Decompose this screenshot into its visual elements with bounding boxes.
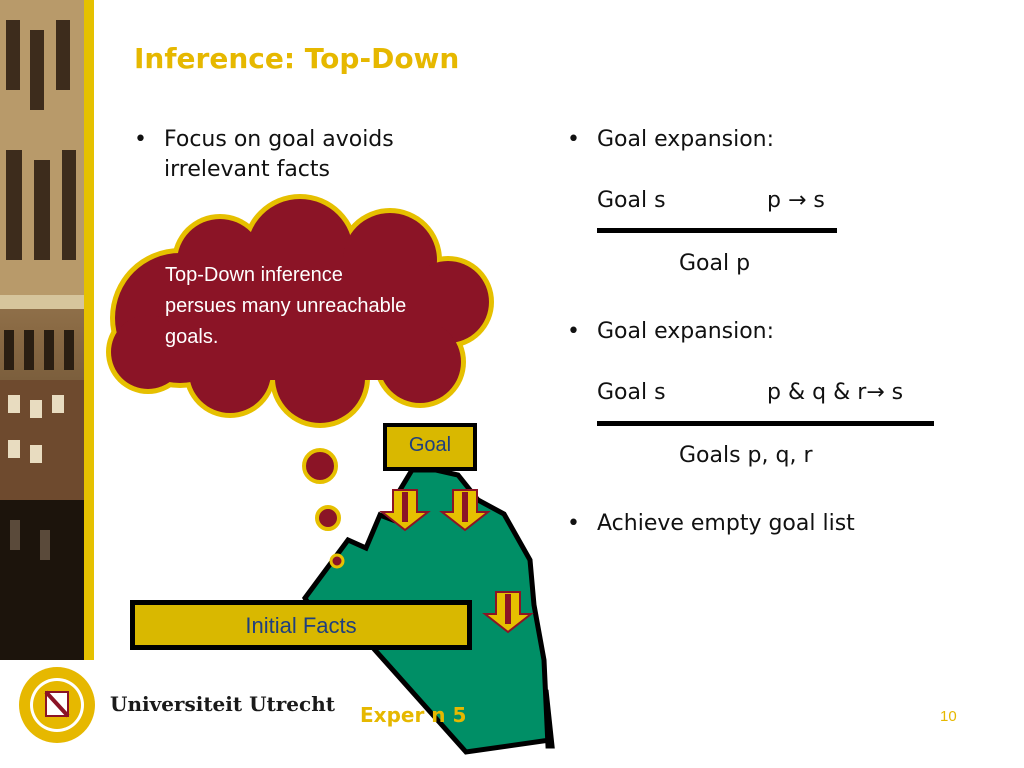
university-seal-icon [16, 664, 98, 746]
right-bullet-3-text: Achieve empty goal list [597, 511, 855, 536]
rule1-line [597, 228, 837, 233]
cathedral-photo-art [0, 0, 84, 660]
rule2-goal: Goal s [597, 380, 666, 405]
rule2-result: Goals p, q, r [679, 443, 813, 468]
thought-dot-large [302, 448, 338, 484]
right-bullet-1-text: Goal expansion: [597, 127, 775, 152]
goal-box-label: Goal [408, 434, 452, 456]
thought-dot-medium [315, 505, 341, 531]
right-bullet-3: • Achieve empty goal list [567, 509, 987, 539]
gold-divider [84, 0, 94, 660]
bullet-marker: • [567, 319, 580, 344]
page-number: 10 [940, 708, 957, 725]
left-bullet-1: • Focus on goal avoids irrelevant facts [134, 125, 464, 187]
down-arrow-3-icon [482, 591, 534, 634]
rule2-line [597, 421, 934, 426]
down-arrow-2-icon [439, 489, 491, 532]
thought-cloud [106, 194, 494, 428]
footer-title: Exper n 5 [360, 703, 467, 727]
bullet-marker: • [134, 127, 147, 152]
thought-dot-small [329, 553, 345, 569]
right-bullet-2: • Goal expansion: [567, 317, 987, 347]
goal-box: Goal [383, 423, 477, 471]
rule1-goal: Goal s [597, 188, 666, 213]
rule1-implication: p → s [767, 188, 825, 213]
cloud-text: Top-Down inference persues many unreacha… [165, 264, 407, 348]
initial-facts-label: Initial Facts [245, 613, 357, 638]
down-arrow-1-icon [379, 489, 431, 532]
right-bullet-2-text: Goal expansion: [597, 319, 775, 344]
slide-title: Inference: Top-Down [134, 42, 460, 75]
left-bullet-1-text: Focus on goal avoids irrelevant facts [164, 127, 394, 182]
cathedral-photo [0, 0, 84, 660]
right-bullet-1: • Goal expansion: [567, 125, 987, 155]
initial-facts-box: Initial Facts [130, 600, 472, 650]
university-name: Universiteit Utrecht [110, 692, 335, 716]
rule1-result: Goal p [679, 251, 751, 276]
rule2-implication: p & q & r→ s [767, 380, 904, 405]
bullet-marker: • [567, 511, 580, 536]
bullet-marker: • [567, 127, 580, 152]
